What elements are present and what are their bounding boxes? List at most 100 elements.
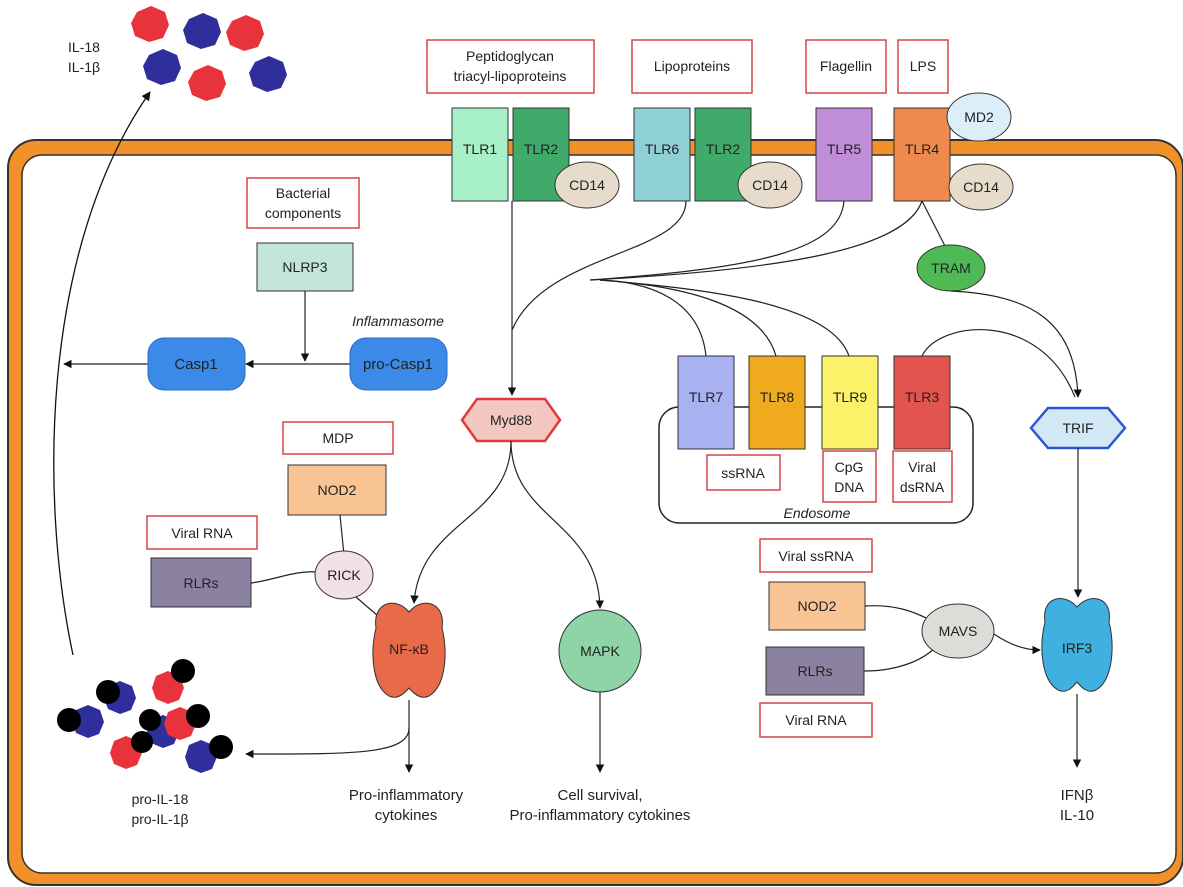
- svg-text:TLR4: TLR4: [905, 141, 939, 157]
- svg-text:NOD2: NOD2: [318, 482, 357, 498]
- svg-text:Viral RNA: Viral RNA: [171, 525, 233, 541]
- cd14-coreceptor-c: CD14: [948, 163, 1014, 211]
- mavs-protein: MAVS: [921, 603, 995, 659]
- myd88-branches: [410, 440, 605, 609]
- svg-text:NF-κB: NF-κB: [389, 641, 429, 657]
- svg-text:pro-Casp1: pro-Casp1: [363, 356, 433, 373]
- svg-text:Casp1: Casp1: [174, 356, 217, 373]
- il1b-label: IL-1β: [68, 59, 100, 75]
- tlr9-receptor: TLR9: [821, 355, 879, 450]
- svg-text:dsRNA: dsRNA: [900, 479, 945, 495]
- ligand-viral-dsrna: Viral dsRNA: [892, 450, 953, 503]
- svg-text:TLR2: TLR2: [706, 141, 740, 157]
- svg-text:TLR8: TLR8: [760, 389, 794, 405]
- proinflammatory-output-line2: cytokines: [375, 807, 438, 824]
- svg-text:Bacterial: Bacterial: [276, 185, 330, 201]
- cd14-coreceptor-b: CD14: [737, 161, 803, 209]
- tlr3-receptor: TLR3: [893, 355, 951, 450]
- svg-text:TLR6: TLR6: [645, 141, 679, 157]
- rlrs-box-right: RLRs: [765, 646, 865, 696]
- svg-text:MDP: MDP: [322, 430, 353, 446]
- svg-text:TLR3: TLR3: [905, 389, 939, 405]
- svg-text:CD14: CD14: [963, 179, 999, 195]
- pro-casp1-box: pro-Casp1: [349, 337, 448, 391]
- svg-text:Lipoproteins: Lipoproteins: [654, 58, 730, 74]
- trif-adaptor: TRIF: [1029, 406, 1127, 450]
- ligand-viral-ssrna: Viral ssRNA: [759, 538, 873, 573]
- pro-il1b-label: pro-IL-1β: [131, 811, 188, 827]
- svg-text:NOD2: NOD2: [798, 598, 837, 614]
- svg-text:TLR2: TLR2: [524, 141, 558, 157]
- mapk-factor: MAPK: [558, 609, 642, 693]
- svg-text:Peptidoglycan: Peptidoglycan: [466, 48, 554, 64]
- ligand-mdp: MDP: [282, 421, 394, 455]
- ligand-lps: LPS: [897, 39, 949, 94]
- svg-text:LPS: LPS: [910, 58, 936, 74]
- mavs-irf3-arrow: [993, 633, 1041, 655]
- tlr5-receptor: TLR5: [815, 107, 873, 202]
- ligand-lipoproteins: Lipoproteins: [631, 39, 753, 94]
- nfkb-procytokine-arrow: [245, 727, 410, 759]
- ligand-flagellin: Flagellin: [805, 39, 887, 94]
- tlr1-receptor: TLR1: [451, 107, 509, 202]
- tram-adaptor: TRAM: [916, 244, 986, 292]
- svg-text:RLRs: RLRs: [797, 663, 832, 679]
- proinflammatory-output-line1: Pro-inflammatory: [349, 787, 464, 804]
- cd14-coreceptor-a: CD14: [554, 161, 620, 209]
- ifnb-output: IFNβ: [1061, 787, 1094, 804]
- svg-text:MAVS: MAVS: [939, 623, 978, 639]
- pro-il18-label: pro-IL-18: [132, 791, 189, 807]
- ligand-viral-rna-right: Viral RNA: [759, 702, 873, 738]
- svg-text:TRIF: TRIF: [1062, 420, 1093, 436]
- tlr8-receptor: TLR8: [748, 355, 806, 450]
- svg-text:RICK: RICK: [327, 567, 361, 583]
- endosome: [658, 406, 974, 524]
- svg-text:CpG: CpG: [835, 459, 864, 475]
- irf3-factor: IRF3: [1041, 598, 1113, 692]
- rlrs-box-left: RLRs: [150, 557, 252, 608]
- tlr6-receptor: TLR6: [633, 107, 691, 202]
- secretion-arrow: [53, 91, 151, 656]
- tlr4-receptor: TLR4: [893, 107, 951, 202]
- survival-output-line1: Cell survival,: [557, 787, 642, 804]
- ligand-ssrna: ssRNA: [706, 454, 781, 491]
- inflammasome-label: Inflammasome: [352, 313, 444, 329]
- ligand-bacterial-components: Bacterial components: [246, 177, 360, 229]
- svg-text:components: components: [265, 205, 341, 221]
- svg-text:triacyl-lipoproteins: triacyl-lipoproteins: [454, 68, 567, 84]
- nod2-box-left: NOD2: [287, 464, 387, 516]
- ligand-cpg-dna: CpG DNA: [822, 450, 877, 503]
- nlrp3-box: NLRP3: [256, 242, 354, 292]
- svg-text:Viral ssRNA: Viral ssRNA: [778, 548, 854, 564]
- casp1-box: Casp1: [147, 337, 246, 391]
- svg-text:TLR7: TLR7: [689, 389, 723, 405]
- svg-text:Viral RNA: Viral RNA: [785, 712, 847, 728]
- svg-text:NLRP3: NLRP3: [282, 259, 327, 275]
- myd88-adaptor: Myd88: [460, 397, 562, 443]
- svg-text:MD2: MD2: [964, 109, 994, 125]
- svg-text:MAPK: MAPK: [580, 643, 620, 659]
- ligand-viral-rna-left: Viral RNA: [146, 515, 258, 550]
- svg-text:TLR9: TLR9: [833, 389, 867, 405]
- nfkb-factor: NF-κB: [372, 602, 446, 698]
- cell-interior: [21, 154, 1177, 874]
- il10-output: IL-10: [1060, 807, 1094, 824]
- svg-text:TLR1: TLR1: [463, 141, 497, 157]
- endosome-label: Endosome: [784, 505, 851, 521]
- pro-cytokines: [57, 659, 233, 773]
- svg-text:CD14: CD14: [569, 177, 605, 193]
- svg-text:Flagellin: Flagellin: [820, 58, 872, 74]
- svg-text:ssRNA: ssRNA: [721, 465, 765, 481]
- svg-text:Myd88: Myd88: [490, 412, 532, 428]
- survival-output-line2: Pro-inflammatory cytokines: [510, 807, 691, 824]
- svg-text:TLR5: TLR5: [827, 141, 861, 157]
- svg-text:CD14: CD14: [752, 177, 788, 193]
- nod2-box-right: NOD2: [768, 581, 866, 631]
- il18-label: IL-18: [68, 39, 100, 55]
- ligand-peptidoglycan: Peptidoglycan triacyl-lipoproteins: [426, 39, 595, 94]
- tlr-signal-lines: [507, 200, 1082, 398]
- svg-text:RLRs: RLRs: [183, 575, 218, 591]
- rick-protein: RICK: [314, 550, 374, 600]
- svg-text:IRF3: IRF3: [1062, 640, 1093, 656]
